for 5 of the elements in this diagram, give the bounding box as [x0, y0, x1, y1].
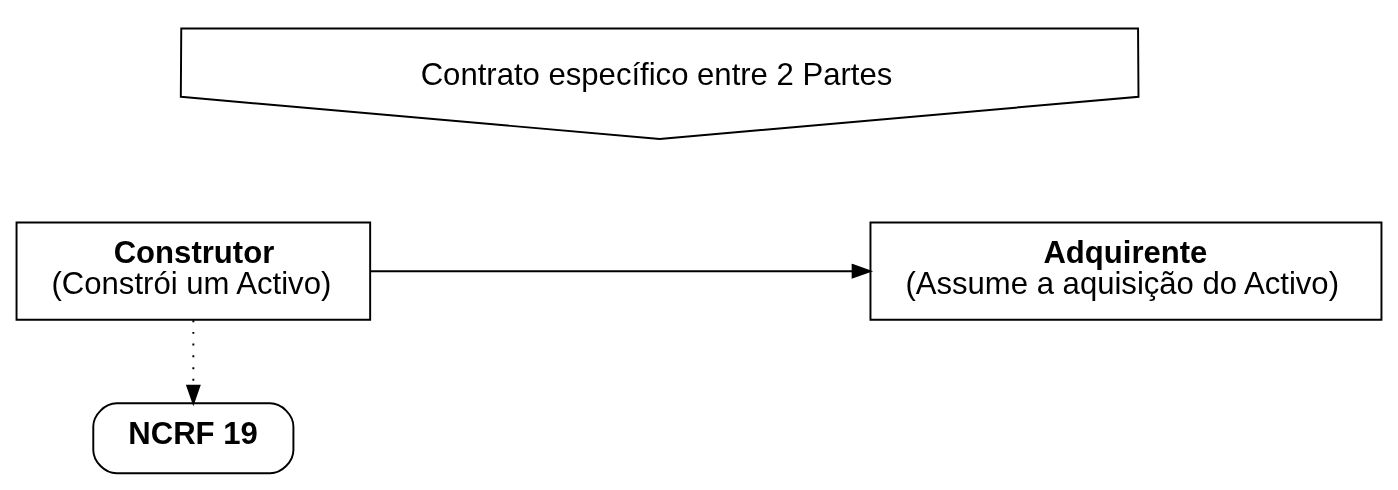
- arrow: [369, 263, 874, 279]
- node-box: NCRF 19: [92, 402, 295, 475]
- arrow: [185, 319, 201, 407]
- node-box: Construtor (Constrói um Activo): [15, 221, 372, 321]
- node-box: Adquirente (Assume a aquisição do Activo): [869, 221, 1383, 321]
